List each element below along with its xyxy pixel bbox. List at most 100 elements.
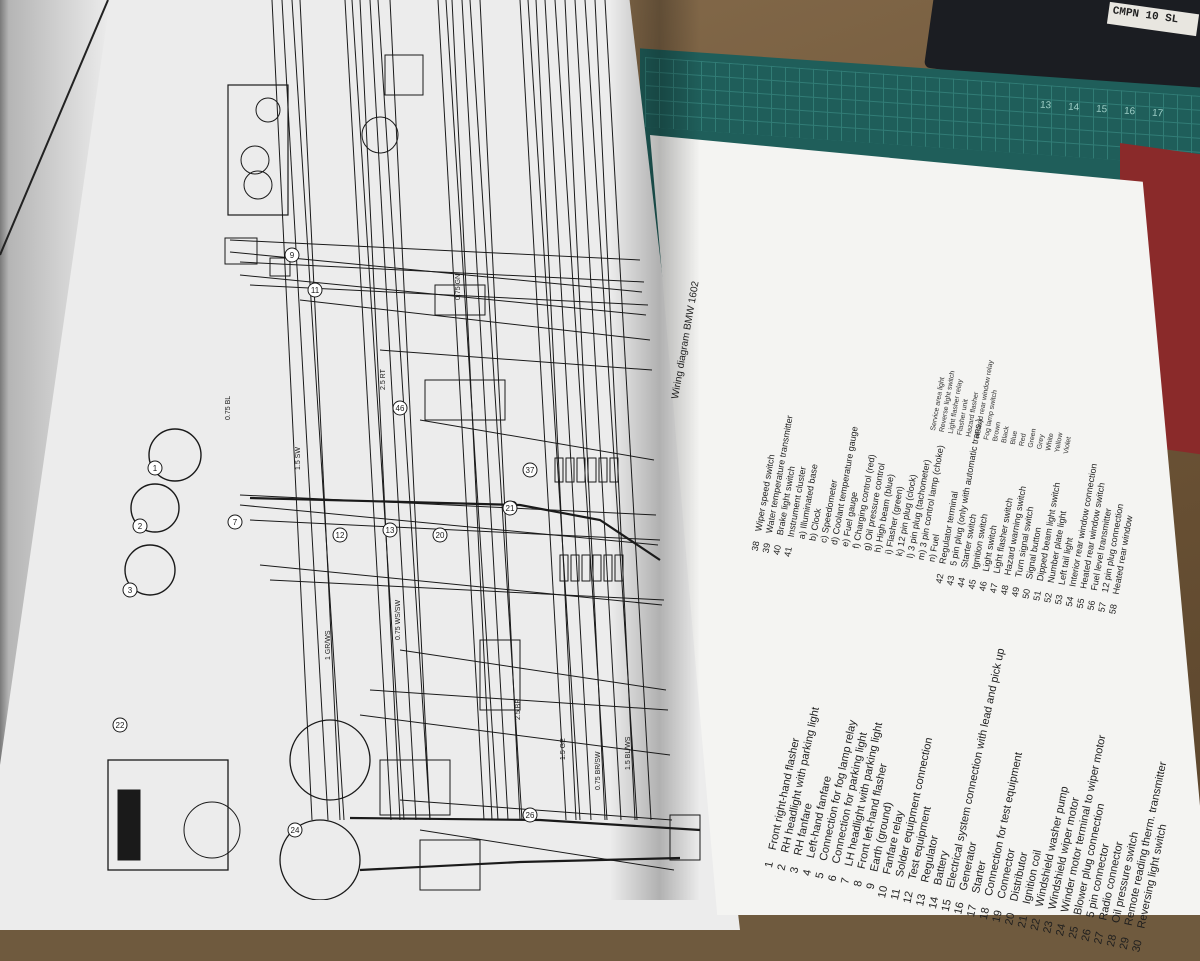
wire-vertical <box>535 0 577 821</box>
wire-horizontal <box>369 689 669 711</box>
fanfare-symbol <box>224 237 258 265</box>
switch-symbol <box>669 814 701 861</box>
wire-label: 0.75 GN <box>455 274 462 300</box>
connector-symbol <box>479 639 521 711</box>
wire-bus <box>249 496 661 561</box>
wire-horizontal <box>239 494 657 516</box>
wire-vertical <box>544 0 592 821</box>
component-number-circle <box>112 717 128 733</box>
wire-vertical <box>574 0 622 821</box>
wire-horizontal <box>399 799 673 821</box>
wire-vertical <box>479 0 521 821</box>
component-number-circle <box>227 514 243 530</box>
page-edge-line <box>0 0 109 256</box>
wire-horizontal <box>259 564 663 606</box>
wire-label: 2.5 BR <box>515 699 522 720</box>
gauge-symbol <box>255 97 281 123</box>
component-number: 2 <box>138 522 143 531</box>
fuse-symbol <box>581 554 591 582</box>
wire-horizontal <box>379 349 653 371</box>
component-number: 9 <box>290 251 295 260</box>
alternator-symbol <box>279 819 361 900</box>
component-number: 13 <box>386 526 395 535</box>
starter-symbol <box>289 719 371 801</box>
wire-vertical <box>281 0 329 821</box>
component-number: 22 <box>116 721 125 730</box>
component-number-circle <box>522 807 538 823</box>
component-number: 37 <box>526 466 535 475</box>
wire-label: 1.5 GE <box>560 738 567 760</box>
wire-horizontal <box>299 299 651 341</box>
component-number-circle <box>432 527 448 543</box>
wire-horizontal <box>419 419 655 461</box>
fuse-symbol <box>609 457 619 483</box>
ignition-coil-symbol <box>379 759 451 816</box>
regulator-symbol <box>384 54 424 96</box>
wire-horizontal <box>239 261 645 283</box>
component-number-circle <box>307 282 323 298</box>
right-page-legend <box>650 135 1200 915</box>
wire-label: 1.5 BL/WS <box>625 736 632 770</box>
battery-symbol <box>107 759 229 871</box>
fuse-symbol <box>587 457 597 483</box>
fuse-symbol <box>554 457 564 483</box>
component-number: 21 <box>506 504 515 513</box>
wire-vertical <box>359 0 401 821</box>
wire-bus-lower <box>349 816 701 832</box>
component-number: 20 <box>436 531 445 540</box>
wire-horizontal <box>249 519 661 541</box>
wire-horizontal <box>399 649 667 691</box>
fuse-symbol <box>559 554 569 582</box>
wire-vertical <box>527 0 581 821</box>
wire-vertical <box>604 0 652 821</box>
battery-cell <box>117 789 141 861</box>
relay-symbol <box>269 257 291 277</box>
book-gutter <box>610 0 700 900</box>
wire-vertical <box>594 0 636 821</box>
component-number: 7 <box>233 518 238 527</box>
component-number-circle <box>284 247 300 263</box>
generator-symbol <box>183 801 241 859</box>
fuse-symbol <box>598 457 608 483</box>
gauge-symbol <box>243 170 273 200</box>
wire-vertical <box>389 0 431 821</box>
wire-label: 1.5 SW <box>295 447 302 470</box>
fuse-symbol <box>565 457 575 483</box>
component-number-circle <box>382 522 398 538</box>
wire-vertical <box>299 0 341 821</box>
relay-symbol <box>434 284 486 316</box>
component-number: 3 <box>128 586 133 595</box>
legend-number: 30 <box>1130 938 1145 954</box>
fuse-symbol <box>592 554 602 582</box>
headlight-symbol <box>130 483 180 533</box>
fuse-symbol <box>614 554 624 582</box>
wiper-motor-symbol <box>419 839 481 891</box>
wire-label: 1 GR/WS <box>325 630 332 660</box>
wire-vertical <box>519 0 567 821</box>
headlight-symbol <box>148 428 202 482</box>
wire-vertical <box>351 0 405 821</box>
component-number-circle <box>502 500 518 516</box>
wire-vertical <box>451 0 493 821</box>
switch-symbol <box>424 379 506 421</box>
wire-vertical <box>564 0 606 821</box>
component-number-circle <box>522 462 538 478</box>
wire-vertical <box>437 0 485 821</box>
wire-horizontal <box>359 714 671 756</box>
wire-horizontal <box>269 579 665 601</box>
fuse-symbol <box>576 457 586 483</box>
component-number: 26 <box>526 811 535 820</box>
wire-horizontal <box>229 239 641 261</box>
component-number: 24 <box>291 826 300 835</box>
component-number: 11 <box>311 286 320 295</box>
instrument-cluster <box>227 84 289 216</box>
wire-horizontal <box>239 504 659 546</box>
wire-label: 0.75 BL <box>225 396 232 420</box>
wire-vertical <box>461 0 509 821</box>
fuse-symbol <box>570 554 580 582</box>
left-page-schematic <box>0 0 740 930</box>
component-number-circle <box>287 822 303 838</box>
component-number: 12 <box>336 531 345 540</box>
wire-bus-bottom <box>359 856 681 872</box>
